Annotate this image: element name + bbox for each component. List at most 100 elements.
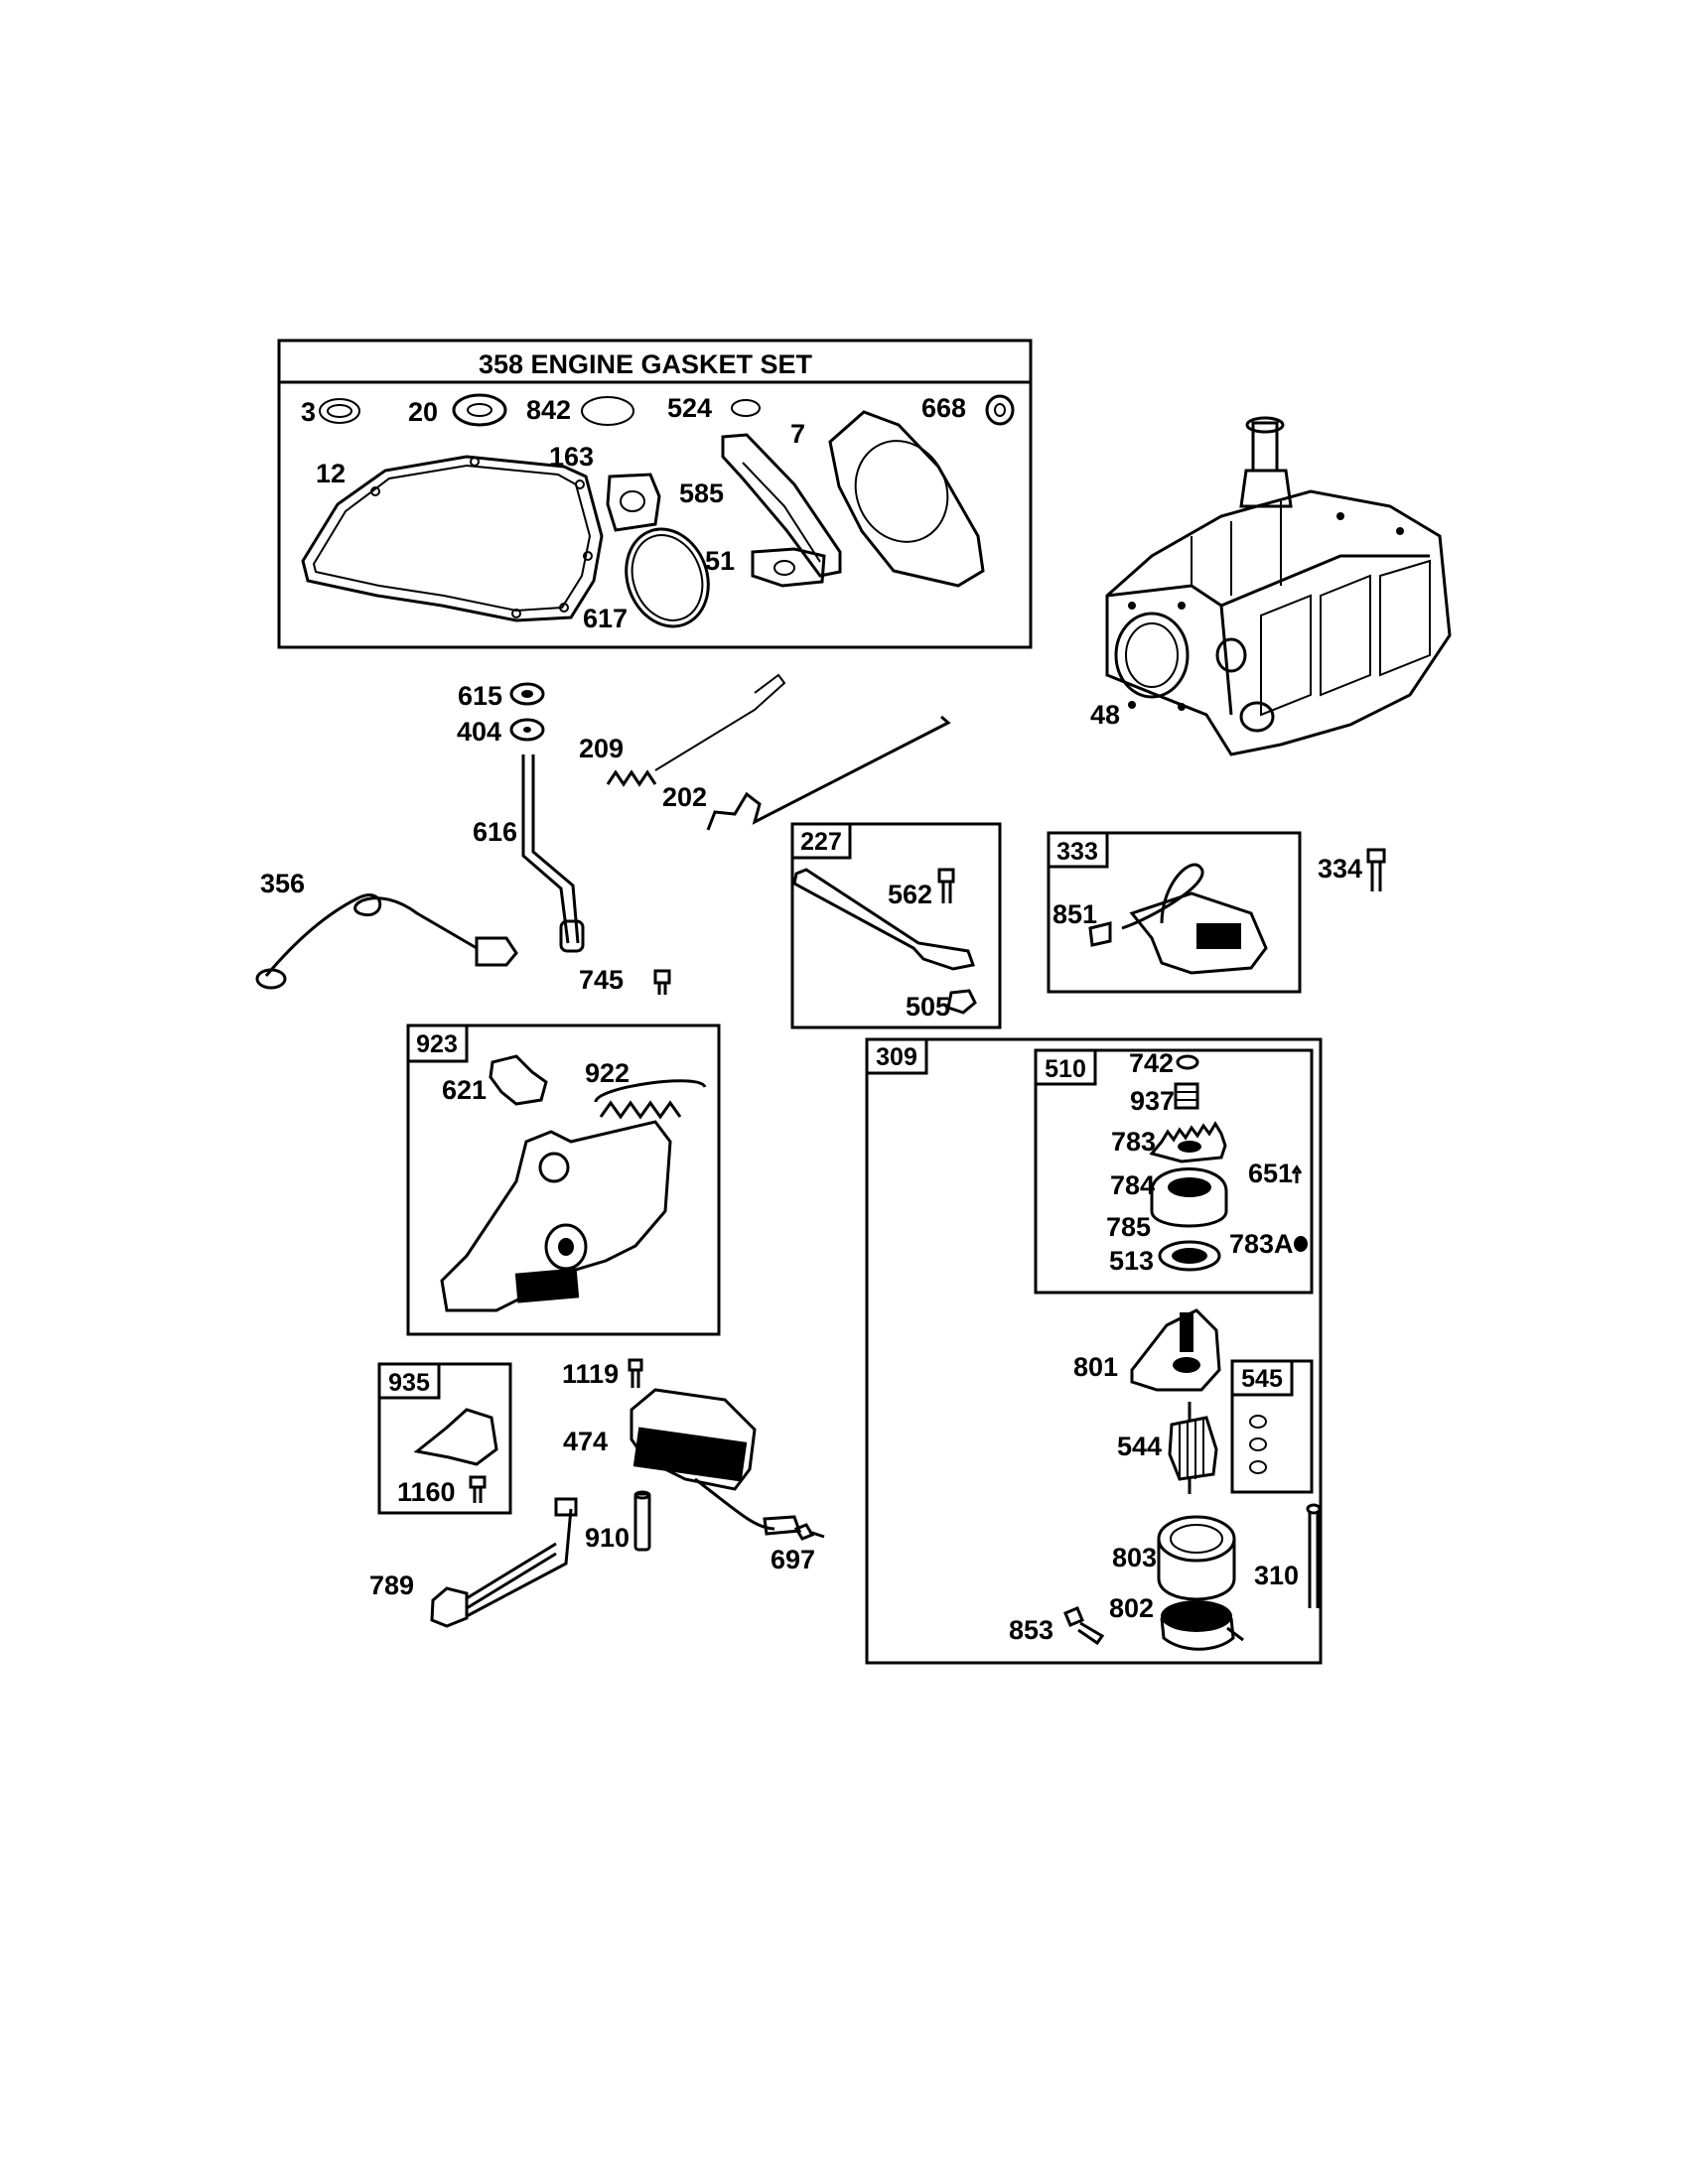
part-545-washer-3 bbox=[1249, 1460, 1267, 1474]
part-12-gasket bbox=[301, 455, 604, 622]
label-404: 404 bbox=[457, 717, 501, 747]
part-801-drive-cap bbox=[1130, 1308, 1221, 1392]
group-333-number: 333 bbox=[1056, 838, 1098, 866]
label-784: 784 bbox=[1110, 1170, 1155, 1200]
part-745-screw bbox=[653, 969, 671, 995]
part-544-armature bbox=[1168, 1416, 1218, 1481]
part-783a-washer bbox=[1294, 1236, 1308, 1252]
part-209-spring bbox=[606, 769, 657, 787]
label-783: 783 bbox=[1111, 1127, 1156, 1157]
part-524-oring bbox=[731, 399, 761, 417]
part-7-head-gasket bbox=[828, 410, 985, 588]
part-545-washer-2 bbox=[1249, 1437, 1267, 1451]
label-524: 524 bbox=[667, 393, 712, 423]
group-935-number: 935 bbox=[388, 1369, 430, 1397]
part-48-engine-block: 48 bbox=[1090, 416, 1452, 756]
part-923-governor-bracket bbox=[440, 1120, 672, 1312]
part-227-bracket bbox=[792, 868, 975, 971]
label-617: 617 bbox=[583, 604, 628, 633]
gasket-set-box: 358 ENGINE GASKET SET bbox=[277, 339, 1033, 649]
label-12: 12 bbox=[316, 459, 346, 488]
label-668: 668 bbox=[921, 393, 966, 423]
part-545-washer-1 bbox=[1249, 1415, 1267, 1429]
loose-parts-middle: 615 404 209 202 616 356 745 bbox=[255, 673, 951, 995]
label-922: 922 bbox=[585, 1058, 630, 1088]
label-851: 851 bbox=[1052, 899, 1097, 929]
part-851-connector bbox=[1088, 921, 1112, 947]
label-621: 621 bbox=[442, 1075, 487, 1105]
group-309-number: 309 bbox=[876, 1043, 917, 1071]
part-585-gasket bbox=[721, 433, 842, 578]
label-801: 801 bbox=[1073, 1352, 1118, 1382]
part-853-terminal bbox=[1063, 1606, 1105, 1646]
gasket-set-title: 358 ENGINE GASKET SET bbox=[479, 349, 813, 379]
label-853: 853 bbox=[1009, 1615, 1053, 1645]
label-783a: 783A bbox=[1229, 1229, 1294, 1259]
part-513-pinion bbox=[1158, 1240, 1221, 1272]
part-616-governor-shaft bbox=[521, 754, 570, 944]
part-163-gasket bbox=[606, 473, 661, 532]
part-742-clip bbox=[1176, 1054, 1199, 1070]
label-1160: 1160 bbox=[397, 1477, 456, 1507]
part-333-ignition-coil bbox=[1129, 891, 1268, 975]
label-562: 562 bbox=[888, 880, 932, 909]
label-163: 163 bbox=[549, 442, 594, 472]
group-923-number: 923 bbox=[416, 1030, 458, 1058]
label-20: 20 bbox=[408, 397, 438, 427]
part-3-seal bbox=[319, 398, 360, 424]
label-48: 48 bbox=[1090, 700, 1120, 730]
group-333-box: 333 851 bbox=[1047, 831, 1302, 994]
label-3: 3 bbox=[301, 397, 316, 427]
part-20-seal bbox=[452, 393, 507, 427]
part-1119-screw bbox=[628, 1358, 643, 1388]
part-802-brush-plate bbox=[1161, 1600, 1232, 1632]
group-227-number: 227 bbox=[800, 828, 842, 856]
label-789: 789 bbox=[369, 1570, 414, 1600]
label-334: 334 bbox=[1318, 854, 1362, 884]
label-1119: 1119 bbox=[562, 1359, 619, 1389]
label-474: 474 bbox=[563, 1427, 608, 1456]
part-783-gear bbox=[1149, 1121, 1227, 1163]
label-651: 651 bbox=[1248, 1159, 1293, 1188]
label-7: 7 bbox=[790, 419, 805, 449]
part-651-pin bbox=[1291, 1164, 1303, 1183]
label-615: 615 bbox=[458, 681, 502, 711]
group-935-box: 935 1160 bbox=[377, 1362, 512, 1515]
label-697: 697 bbox=[771, 1545, 815, 1574]
label-544: 544 bbox=[1117, 1432, 1162, 1461]
part-784-clutch bbox=[1150, 1167, 1228, 1228]
label-785: 785 bbox=[1106, 1212, 1151, 1242]
label-616: 616 bbox=[473, 817, 517, 847]
part-910-spacer bbox=[633, 1492, 651, 1552]
part-505-nut bbox=[946, 989, 977, 1015]
group-309-box: 309 510 742 937 783 651 784 785 783A 513… bbox=[865, 1037, 1323, 1665]
part-615-nut bbox=[509, 682, 545, 706]
label-937: 937 bbox=[1130, 1086, 1175, 1116]
group-227-box: 227 562 505 bbox=[790, 822, 1002, 1029]
part-668-washer bbox=[985, 394, 1015, 426]
part-621-clip bbox=[489, 1054, 548, 1106]
label-802: 802 bbox=[1109, 1593, 1154, 1623]
label-585: 585 bbox=[679, 478, 724, 508]
group-510-box bbox=[1034, 1048, 1314, 1295]
part-562-screw bbox=[937, 868, 955, 884]
group-923-box: 923 621 922 bbox=[406, 1024, 721, 1336]
part-404-washer bbox=[509, 718, 545, 742]
part-617-gasket bbox=[625, 527, 710, 628]
part-356-ground-wire bbox=[264, 893, 478, 977]
part-1160-screw bbox=[469, 1475, 487, 1489]
label-356: 356 bbox=[260, 869, 305, 898]
label-803: 803 bbox=[1112, 1543, 1157, 1572]
part-937-spring bbox=[1174, 1082, 1199, 1110]
label-209: 209 bbox=[579, 734, 624, 763]
part-202-link bbox=[706, 715, 951, 831]
part-789-harness bbox=[430, 1508, 573, 1628]
loose-parts-bottom: 1119 474 910 697 789 bbox=[369, 1358, 825, 1628]
part-842-oring bbox=[581, 396, 634, 426]
part-697-screw bbox=[793, 1523, 825, 1541]
part-922-spring bbox=[594, 1079, 707, 1120]
label-202: 202 bbox=[662, 782, 707, 812]
part-334-screw: 334 bbox=[1318, 848, 1386, 891]
label-310: 310 bbox=[1254, 1561, 1299, 1590]
